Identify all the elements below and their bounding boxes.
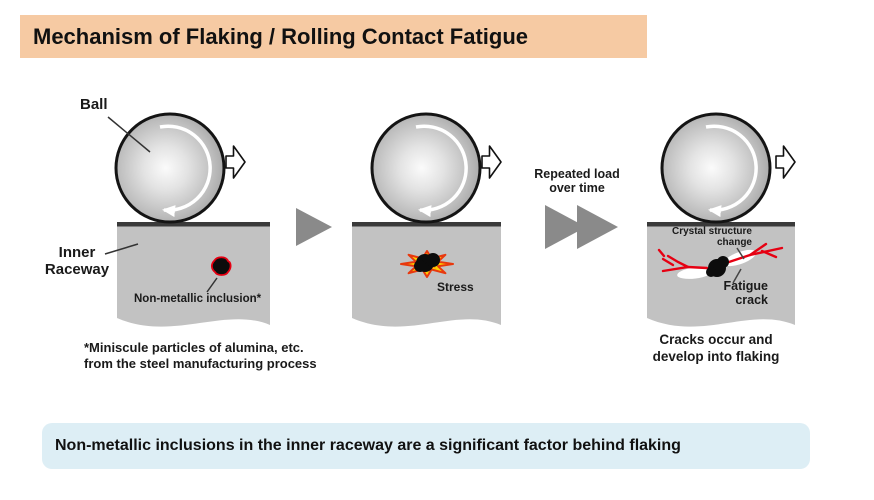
inclusion-leader-line [206,277,218,293]
raceway-leader-line [104,243,139,255]
inner-raceway-label: Inner Raceway [44,244,110,278]
crystal-structure-change-label: Crystal structure change [671,226,752,248]
stage2-ball [372,114,480,222]
stage3-fatigue-cracks [657,242,784,273]
footnote: *Miniscule particles of alumina, etc. fr… [84,340,317,371]
stage1-direction-arrow-icon [225,145,246,179]
transition-arrow-icon [296,208,332,246]
repeated-load-arrows-icon [545,205,618,249]
fatigue-crack-label: Fatigue crack [723,279,768,307]
stage1-ball [116,114,224,222]
stress-label: Stress [437,280,474,294]
stage2-direction-arrow-icon [481,145,502,179]
stage3-inclusion [706,256,729,277]
stage1-raceway [117,222,270,327]
repeated-load-label: Repeated load over time [534,167,620,195]
stage2-stress-burst [400,250,454,278]
ball-leader-line [107,116,151,153]
page-title: Mechanism of Flaking / Rolling Contact F… [20,15,647,58]
stage3-ball [662,114,770,222]
stage3-caption: Cracks occur and develop into flaking [652,332,780,364]
conclusion-text: Non-metallic inclusions in the inner rac… [55,437,681,454]
ball-label: Ball [80,96,108,113]
conclusion-banner: Non-metallic inclusions in the inner rac… [42,423,810,469]
stage1-inclusion [210,256,232,276]
non-metallic-inclusion-label: Non-metallic inclusion* [134,293,262,305]
crystal-leader-line [736,247,745,260]
stage3-direction-arrow-icon [775,145,796,179]
fatigue-leader-line [732,268,742,284]
